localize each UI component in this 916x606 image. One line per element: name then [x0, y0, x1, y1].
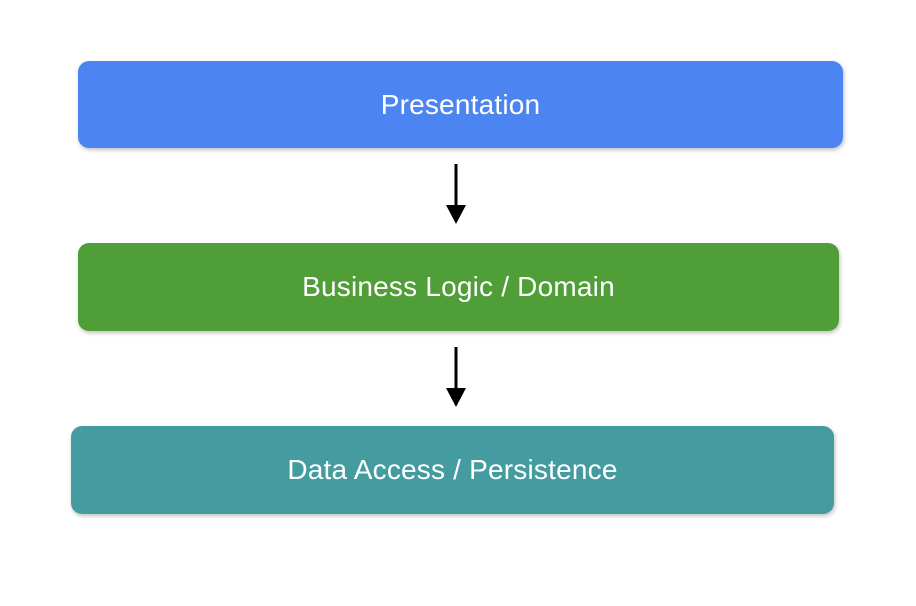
layer-label-data-access: Data Access / Persistence [287, 454, 618, 485]
layer-label-business-logic: Business Logic / Domain [302, 271, 615, 302]
arrow-down-icon [443, 163, 469, 225]
layer-node-presentation: Presentation [78, 61, 843, 148]
layer-node-business-logic: Business Logic / Domain [78, 243, 839, 331]
layer-node-data-access: Data Access / Persistence [71, 426, 834, 514]
layer-label-presentation: Presentation [380, 88, 541, 120]
arrow-down-icon [443, 346, 469, 408]
